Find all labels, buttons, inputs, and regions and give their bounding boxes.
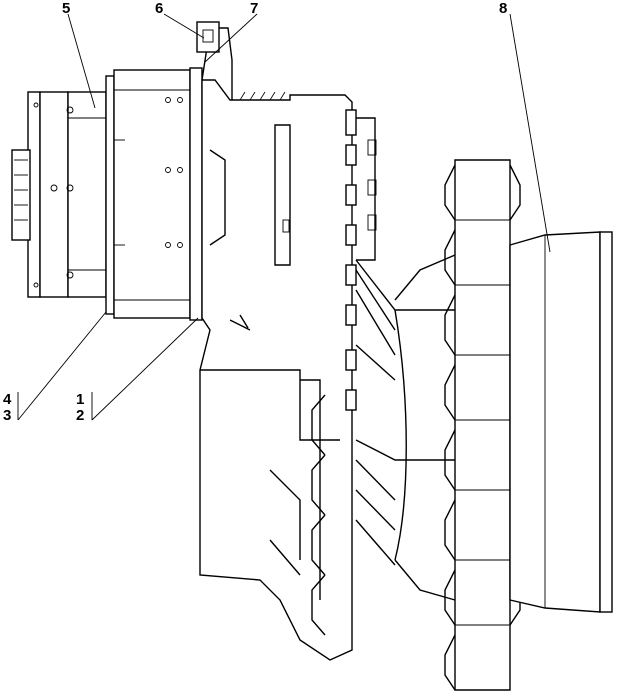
flange-bolts [345, 109, 377, 411]
motor-end-cap [11, 91, 107, 298]
leader-lines [17, 13, 551, 421]
callout-8: 8 [499, 0, 507, 17]
housing-teeth [311, 394, 326, 636]
callout-3: 3 [3, 407, 11, 424]
sprocket [444, 159, 521, 691]
callout-4: 4 [3, 391, 12, 408]
gear-housing [196, 21, 353, 661]
callout-1: 1 [76, 391, 84, 408]
callout-2: 2 [76, 407, 84, 424]
final-drive-drum [509, 231, 613, 613]
callouts: 5 6 7 8 4 3 1 2 [3, 0, 507, 424]
callout-5: 5 [62, 0, 70, 17]
callout-6: 6 [155, 0, 163, 17]
callout-7: 7 [250, 0, 258, 17]
motor-body [105, 67, 203, 321]
hub [355, 254, 456, 601]
